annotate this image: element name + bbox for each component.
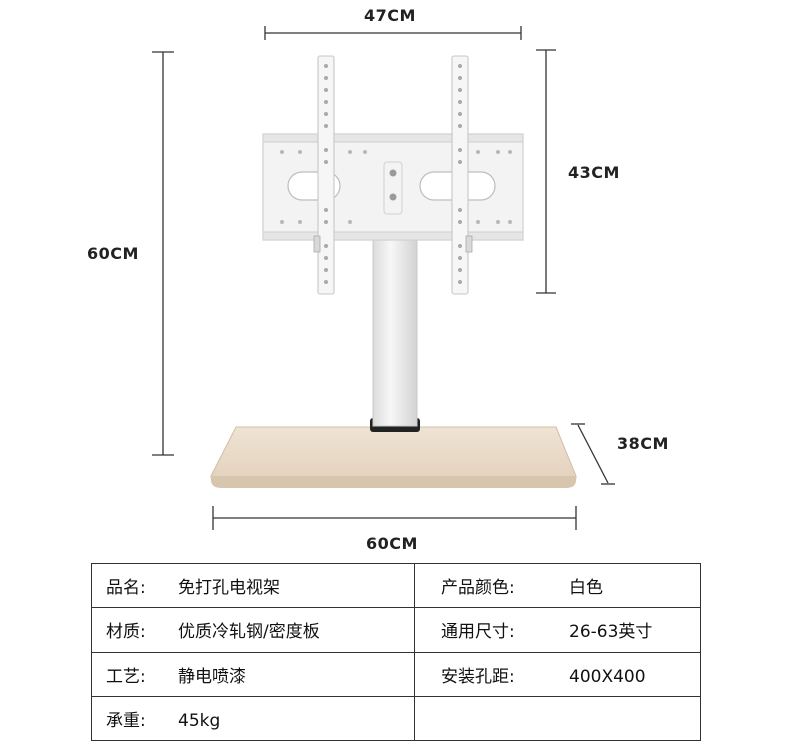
spec-label-size: 通用尺寸: (441, 622, 515, 643)
tv-stand-drawing (152, 26, 615, 530)
spec-label-process: 工艺: (106, 666, 146, 687)
dimension-base-width: 60CM (366, 534, 418, 553)
spec-label-hole-spacing: 安装孔距: (441, 666, 515, 687)
spec-cell: 承重: 45kg (91, 695, 415, 742)
spec-value-name: 免打孔电视架 (178, 578, 280, 599)
support-pole (370, 239, 420, 432)
spec-row: 工艺: 静电喷漆 安装孔距: 400X400 (91, 651, 701, 697)
spec-cell-empty (414, 695, 701, 742)
spec-value-material: 优质冷轧钢/密度板 (178, 622, 320, 643)
wooden-base (210, 426, 577, 488)
spec-cell: 品名: 免打孔电视架 (91, 562, 415, 609)
mounting-plate (262, 133, 524, 241)
vesa-arm-left (313, 55, 335, 295)
spec-value-process: 静电喷漆 (178, 666, 246, 687)
spec-cell: 材质: 优质冷轧钢/密度板 (91, 607, 415, 653)
spec-cell: 产品颜色: 白色 (414, 562, 701, 609)
spec-table: 品名: 免打孔电视架 产品颜色: 白色 材质: 优质冷轧钢/密度板 通用尺寸: 26-6… (91, 562, 701, 742)
spec-label-load: 承重: (106, 710, 146, 731)
dimension-base-depth: 38CM (617, 434, 669, 453)
spec-cell: 工艺: 静电喷漆 (91, 651, 415, 697)
spec-row: 承重: 45kg (91, 695, 701, 742)
spec-row: 品名: 免打孔电视架 产品颜色: 白色 (91, 562, 701, 609)
spec-label-color: 产品颜色: (441, 578, 515, 599)
spec-value-hole-spacing: 400X400 (569, 666, 646, 687)
spec-value-load: 45kg (178, 710, 221, 731)
dimension-total-height: 60CM (87, 244, 139, 263)
dimension-mount-height: 43CM (568, 163, 620, 182)
product-illustration: 47CM 43CM 60CM 38CM 60CM (87, 6, 669, 553)
spec-row: 材质: 优质冷轧钢/密度板 通用尺寸: 26-63英寸 (91, 607, 701, 653)
spec-label-name: 品名: (106, 578, 146, 599)
dimension-lines (152, 26, 615, 530)
spec-value-color: 白色 (569, 578, 603, 599)
spec-value-size: 26-63英寸 (569, 622, 653, 643)
spec-label-material: 材质: (106, 622, 146, 643)
spec-cell: 安装孔距: 400X400 (414, 651, 701, 697)
dimension-top-width: 47CM (364, 6, 416, 25)
spec-cell: 通用尺寸: 26-63英寸 (414, 607, 701, 653)
vesa-arm-right (451, 55, 473, 295)
